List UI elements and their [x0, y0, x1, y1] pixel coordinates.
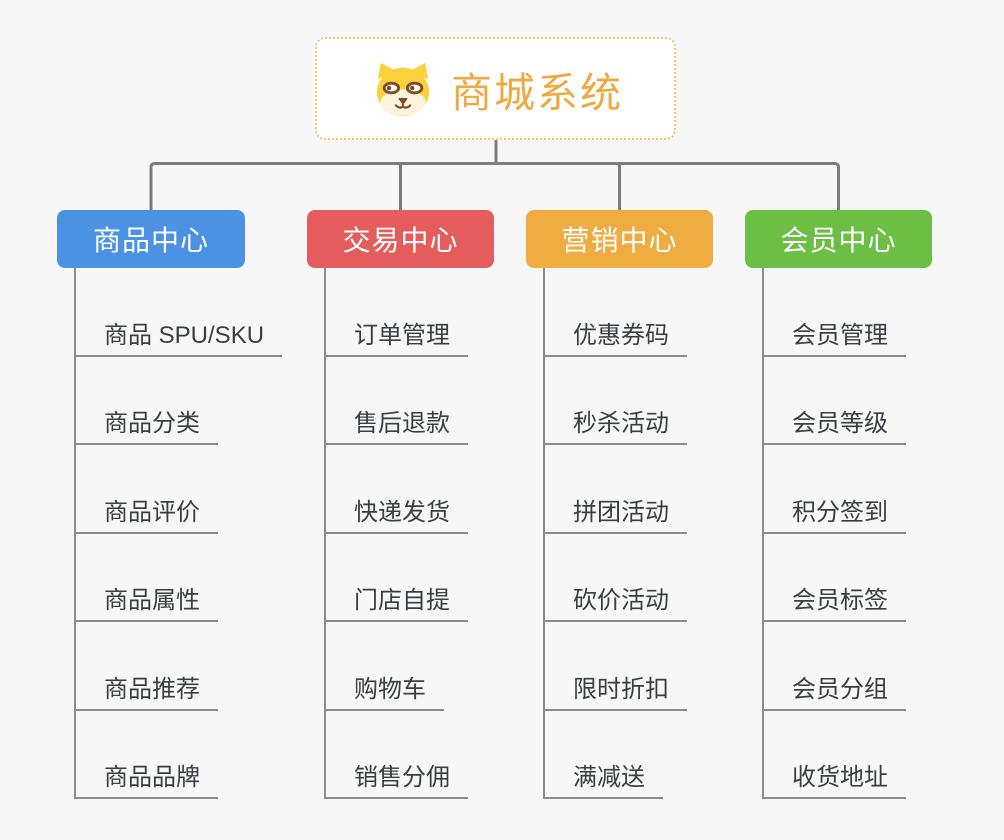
child-label: 砍价活动 — [573, 587, 669, 614]
child-node[interactable]: 门店自提 — [324, 534, 468, 622]
branch-header-trade-center[interactable]: 交易中心 — [307, 210, 494, 268]
shiba-dog-icon — [376, 62, 430, 116]
child-node[interactable]: 商品评价 — [74, 445, 218, 534]
child-node[interactable]: 优惠券码 — [543, 268, 687, 357]
child-label: 订单管理 — [354, 321, 450, 349]
branch-label: 交易中心 — [342, 225, 459, 256]
child-label: 拼团活动 — [573, 498, 669, 526]
child-label: 会员标签 — [792, 587, 888, 614]
child-node[interactable]: 商品属性 — [74, 534, 218, 622]
child-label: 门店自提 — [354, 587, 450, 614]
child-node[interactable]: 售后退款 — [324, 357, 468, 445]
child-label: 会员管理 — [792, 321, 888, 349]
child-node[interactable]: 会员分组 — [762, 622, 906, 711]
child-label: 商品属性 — [104, 587, 200, 614]
child-node[interactable]: 快递发货 — [324, 445, 468, 534]
child-label: 会员分组 — [792, 675, 888, 703]
child-label: 收货地址 — [792, 764, 888, 791]
child-node[interactable]: 拼团活动 — [543, 445, 687, 534]
branch-children-member-center: 会员管理 会员等级 积分签到 会员标签 会员分组 收货地址 — [762, 268, 906, 799]
child-node[interactable]: 商品分类 — [74, 357, 218, 445]
child-label: 优惠券码 — [573, 321, 669, 349]
child-label: 满减送 — [573, 764, 645, 791]
child-node[interactable]: 购物车 — [324, 622, 444, 711]
root-node[interactable]: 商城系统 — [315, 37, 676, 140]
child-label: 购物车 — [354, 675, 426, 703]
child-label: 商品 SPU/SKU — [104, 321, 265, 349]
branch-label: 营销中心 — [561, 225, 678, 256]
child-label: 商品品牌 — [104, 764, 200, 791]
child-node[interactable]: 会员标签 — [762, 534, 906, 622]
child-label: 限时折扣 — [573, 675, 669, 703]
child-node[interactable]: 砍价活动 — [543, 534, 687, 622]
child-label: 售后退款 — [354, 410, 450, 437]
child-node[interactable]: 收货地址 — [762, 711, 906, 799]
child-node[interactable]: 会员管理 — [762, 268, 906, 357]
child-node[interactable]: 销售分佣 — [324, 711, 468, 799]
child-label: 积分签到 — [792, 498, 888, 526]
child-label: 快递发货 — [354, 498, 450, 526]
child-node[interactable]: 秒杀活动 — [543, 357, 687, 445]
child-node[interactable]: 限时折扣 — [543, 622, 687, 711]
child-node[interactable]: 商品 SPU/SKU — [74, 268, 283, 357]
child-node[interactable]: 订单管理 — [324, 268, 468, 357]
branch-label: 商品中心 — [92, 225, 209, 256]
branch-label: 会员中心 — [780, 225, 897, 256]
branch-header-member-center[interactable]: 会员中心 — [745, 210, 932, 268]
child-label: 会员等级 — [792, 410, 888, 437]
child-node[interactable]: 满减送 — [543, 711, 663, 799]
child-label: 销售分佣 — [354, 764, 450, 791]
child-node[interactable]: 会员等级 — [762, 357, 906, 445]
branch-children-product-center: 商品 SPU/SKU 商品分类 商品评价 商品属性 商品推荐 商品品牌 — [74, 268, 283, 799]
branch-header-marketing-center[interactable]: 营销中心 — [526, 210, 713, 268]
branch-header-product-center[interactable]: 商品中心 — [57, 210, 245, 268]
child-node[interactable]: 商品品牌 — [74, 711, 218, 799]
child-label: 商品评价 — [104, 498, 200, 526]
child-node[interactable]: 积分签到 — [762, 445, 906, 534]
child-label: 秒杀活动 — [573, 410, 669, 437]
root-title: 商城系统 — [451, 69, 623, 116]
child-label: 商品推荐 — [104, 675, 200, 703]
bus-line — [149, 162, 840, 211]
child-node[interactable]: 商品推荐 — [74, 622, 218, 711]
branch-children-marketing-center: 优惠券码 秒杀活动 拼团活动 砍价活动 限时折扣 满减送 — [543, 268, 687, 799]
child-label: 商品分类 — [104, 410, 200, 437]
branch-children-trade-center: 订单管理 售后退款 快递发货 门店自提 购物车 销售分佣 — [324, 268, 468, 799]
